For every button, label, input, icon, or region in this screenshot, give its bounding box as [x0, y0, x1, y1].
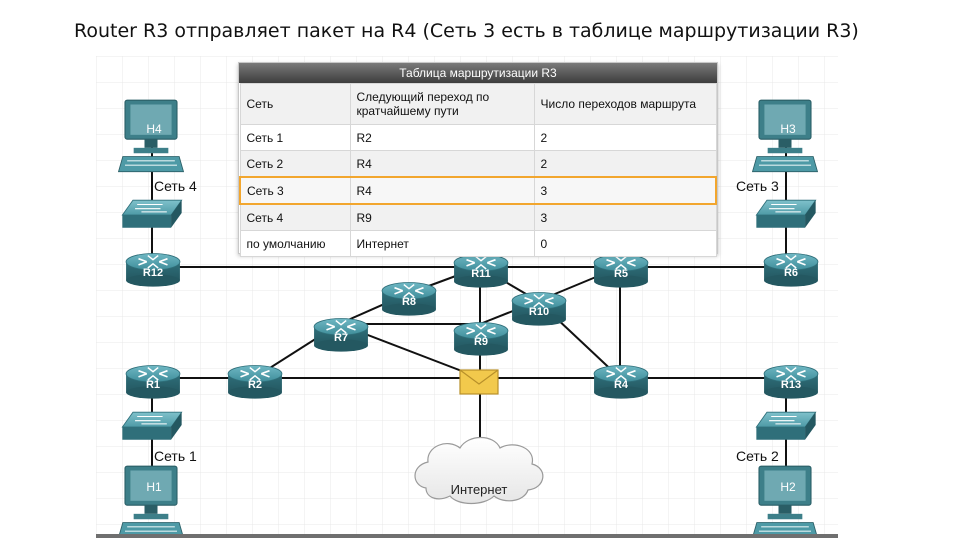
- router-label-r9: R9: [473, 336, 489, 348]
- host-label-h1: H1: [146, 480, 162, 494]
- router-label-r4: R4: [613, 379, 629, 391]
- router-label-r1: R1: [145, 379, 161, 391]
- column-header-next-hop: Следующий переход по кратчайшему пути: [349, 83, 535, 125]
- routing-table-r3: Таблица маршрутизации R3 Сеть Следующий …: [238, 62, 718, 257]
- network-label-net1: Сеть 1: [154, 448, 197, 464]
- table-row: Сеть 1 R2 2: [239, 124, 717, 151]
- table-row: Сеть 2 R4 2: [239, 150, 717, 178]
- table-row-highlighted: Сеть 3 R4 3: [239, 176, 717, 205]
- switch-net2-icon: [755, 411, 817, 441]
- router-label-r10: R10: [528, 306, 550, 318]
- cell-network: Сеть 2: [239, 150, 351, 178]
- slide-title: Router R3 отправляет пакет на R4 (Сеть 3…: [74, 20, 859, 42]
- host-label-h4: H4: [146, 122, 162, 136]
- table-row: Сеть 4 R9 3: [239, 203, 717, 231]
- network-label-net3: Сеть 3: [736, 178, 779, 194]
- cell-next-hop: R9: [349, 203, 535, 231]
- host-label-h3: H3: [780, 122, 796, 136]
- cell-hop-count: 0: [533, 230, 717, 257]
- routing-table-grid: Сеть Следующий переход по кратчайшему пу…: [239, 83, 717, 257]
- cell-hop-count: 2: [533, 124, 717, 151]
- router-label-r12: R12: [142, 267, 164, 279]
- internet-label: Интернет: [450, 482, 508, 497]
- cell-hop-count: 3: [533, 203, 717, 231]
- router-label-r7: R7: [333, 332, 349, 344]
- host-h2-icon: [752, 465, 818, 534]
- cell-network: по умолчанию: [239, 230, 351, 257]
- host-h1-icon: [118, 465, 184, 534]
- network-label-net4: Сеть 4: [154, 178, 197, 194]
- cell-hop-count: 3: [533, 176, 717, 205]
- column-header-hop-count: Число переходов маршрута: [533, 83, 717, 125]
- router-label-r6: R6: [783, 267, 799, 279]
- cell-next-hop: Интернет: [349, 230, 535, 257]
- cell-next-hop: R2: [349, 124, 535, 151]
- routing-table-title: Таблица маршрутизации R3: [239, 63, 717, 83]
- router-label-r13: R13: [780, 379, 802, 391]
- table-row: по умолчанию Интернет 0: [239, 230, 717, 257]
- cell-network: Сеть 1: [239, 124, 351, 151]
- switch-net4-icon: [121, 199, 183, 229]
- router-label-r5: R5: [613, 268, 629, 280]
- cell-network: Сеть 3: [239, 176, 351, 205]
- packet-envelope-icon: [459, 369, 499, 395]
- cell-next-hop: R4: [349, 176, 535, 205]
- cell-network: Сеть 4: [239, 203, 351, 231]
- cell-hop-count: 2: [533, 150, 717, 178]
- host-label-h2: H2: [780, 480, 796, 494]
- router-label-r11: R11: [471, 268, 491, 280]
- bottom-divider: [96, 534, 838, 538]
- switch-net3-icon: [755, 199, 817, 229]
- cell-next-hop: R4: [349, 150, 535, 178]
- switch-net1-icon: [121, 411, 183, 441]
- router-label-r2: R2: [247, 379, 263, 391]
- column-header-network: Сеть: [239, 83, 351, 125]
- network-label-net2: Сеть 2: [736, 448, 779, 464]
- internet-cloud: [414, 436, 544, 505]
- router-label-r8: R8: [401, 296, 417, 308]
